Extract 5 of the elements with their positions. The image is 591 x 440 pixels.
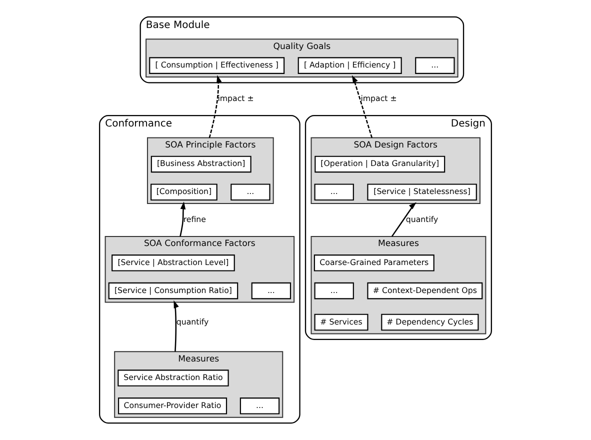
arrow bbox=[208, 75, 222, 138]
arrow bbox=[174, 300, 179, 352]
arrow bbox=[391, 202, 416, 237]
arrow bbox=[352, 75, 373, 138]
arrow bbox=[180, 202, 186, 237]
